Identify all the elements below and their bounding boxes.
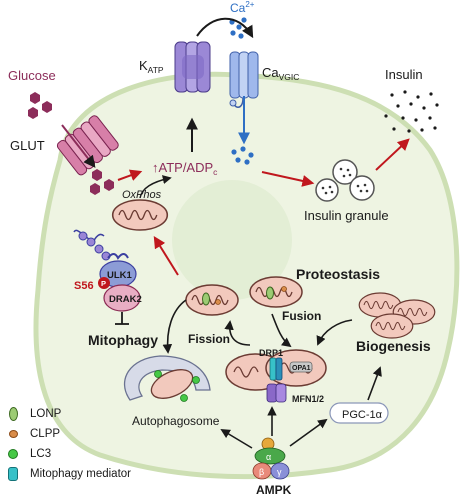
insulin-particles [384, 90, 439, 133]
phospho-label: P [101, 279, 106, 288]
pgc1a-box [329, 402, 389, 424]
legend: LONP CLPP LC3 Mitophagy mediator [4, 404, 204, 484]
mito-to-autophagosome-arrow [162, 299, 187, 354]
insulin-granules [315, 159, 375, 202]
proteostasis-label: Proteostasis [296, 266, 380, 282]
cavgic-label: CaVGIC [262, 65, 299, 82]
legend-label: LC3 [30, 448, 52, 460]
legend-label: Mitophagy mediator [30, 468, 131, 480]
insulin-label: Insulin [385, 67, 423, 82]
katp-to-cavgic-arrow [196, 17, 254, 39]
insulin-granule-label: Insulin granule [304, 208, 389, 223]
autophagosome-label: Autophagosome [132, 414, 220, 428]
biogenesis-label: Biogenesis [356, 338, 431, 354]
ampk-to-pgc1a-arrow [289, 418, 328, 447]
cavgic-channel [229, 51, 259, 108]
ampk-to-autophagosome-arrow [220, 429, 253, 449]
legend-item-lonp: LONP [4, 404, 204, 424]
fusion-label: Fusion [282, 309, 321, 323]
lc3-icon [4, 449, 22, 459]
ampk-label: AMPK [256, 483, 292, 497]
biogenesis-mitochondrion-3 [370, 313, 414, 339]
s56-label: S56 [74, 280, 94, 292]
oxphos-mitochondrion [111, 199, 169, 231]
ulk1-label: ULK1 [107, 270, 133, 281]
legend-item-clpp: CLPP [4, 424, 204, 444]
ampk-complex [252, 437, 290, 480]
katp-label: KATP [139, 58, 164, 75]
biogenesis-arrow [316, 319, 353, 346]
katp-channel [174, 41, 211, 93]
glucose-uptake-arrow [61, 124, 96, 168]
ampk-beta-label: β [259, 467, 264, 477]
glycolysis-arrow [117, 169, 143, 181]
clpp-icon [4, 430, 22, 438]
opa1-label: OPA1 [292, 365, 311, 372]
oxphos-arrow [139, 175, 172, 199]
ulk1-drak2-complex [73, 229, 141, 325]
glucose-molecules-inside [90, 169, 114, 195]
legend-item-mitophagy-mediator: Mitophagy mediator [4, 464, 204, 484]
nucleus [172, 180, 292, 300]
oxphos-label: OxPhos [122, 189, 162, 201]
glucose-label: Glucose [8, 68, 56, 83]
autophagosome [124, 355, 211, 402]
calcium-ion-group-inside [231, 146, 254, 165]
drak2-label: DRAK2 [109, 294, 142, 305]
mfn-tag [266, 383, 287, 403]
glut-label: GLUT [10, 138, 45, 153]
pgc1a-to-biogenesis-arrow [367, 366, 382, 401]
fission-label: Fission [188, 332, 230, 346]
ampk-gamma-label: γ [277, 467, 282, 477]
mfn12-label: MFN1/2 [292, 394, 324, 404]
legend-item-lc3: LC3 [4, 444, 204, 464]
drp1-label: DRP1 [259, 348, 283, 358]
pgc1a-label: PGC-1α [342, 409, 383, 421]
opa1-tag [289, 361, 313, 373]
atp-adp-label: ↑ATP/ADPc [152, 160, 218, 177]
fission-mitochondrion [185, 284, 239, 316]
calcium-label: Ca2+ [230, 0, 255, 15]
mitophagy-label: Mitophagy [88, 332, 158, 348]
glut-transporter [56, 115, 119, 176]
fission-arrow [224, 320, 251, 346]
glucose-molecules-outside [28, 92, 52, 119]
lonp-icon [4, 407, 22, 421]
fusion-arrow [271, 313, 292, 348]
mitophagy-to-mito-arrow [153, 235, 179, 276]
legend-label: CLPP [30, 428, 61, 440]
mitophagy-mediator-icon [4, 467, 22, 481]
calcium-to-granule-arrow [261, 171, 315, 187]
insulin-secretion-arrow [375, 138, 410, 171]
fusion-mitochondrion [249, 276, 303, 308]
legend-label: LONP [30, 408, 62, 420]
ampk-alpha-label: α [266, 452, 271, 462]
